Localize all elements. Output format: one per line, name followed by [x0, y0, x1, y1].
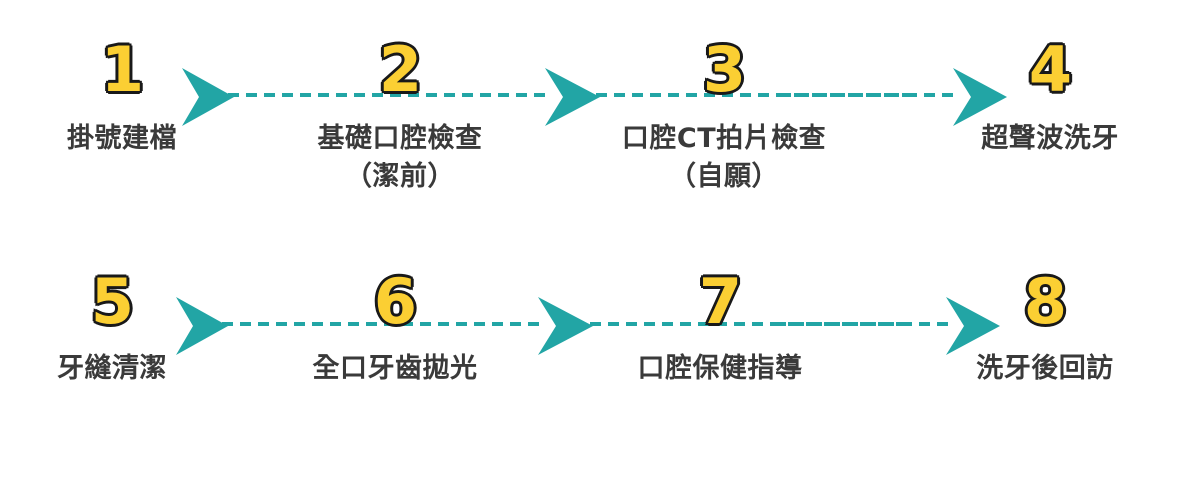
step-label-4: 超聲波洗牙	[981, 123, 1119, 154]
process-step-2: 2 基礎口腔檢查 （潔前）	[250, 33, 550, 196]
step-label-8: 洗牙後回訪	[976, 353, 1114, 384]
step-label-2: 基礎口腔檢查 （潔前）	[317, 123, 483, 192]
process-step-4: 4 超聲波洗牙	[900, 33, 1192, 158]
step-label-5: 牙縫清潔	[57, 353, 167, 384]
step-label-6: 全口牙齒拋光	[312, 353, 478, 384]
step-number-8: 8	[1022, 265, 1069, 338]
step-number-6: 6	[372, 265, 419, 338]
step-number-badge-2: 2	[250, 33, 550, 108]
process-step-1: 1 掛號建檔	[0, 33, 272, 158]
step-label-3: 口腔CT拍片檢查 （自願）	[621, 123, 827, 192]
step-number-badge-4: 4	[900, 33, 1192, 108]
step-label-7: 口腔保健指導	[637, 353, 803, 384]
process-step-6: 6 全口牙齒拋光	[245, 265, 545, 388]
process-row-2: 5 牙縫清潔 6 全口牙齒拋光 7 口腔保健指導 8 洗牙後回訪	[0, 265, 1192, 472]
process-step-8: 8 洗牙後回訪	[895, 265, 1192, 388]
step-number-badge-1: 1	[0, 33, 272, 108]
process-step-5: 5 牙縫清潔	[0, 265, 262, 388]
step-number-5: 5	[89, 265, 136, 338]
step-number-badge-6: 6	[245, 265, 545, 340]
process-step-3: 3 口腔CT拍片檢查 （自願）	[574, 33, 874, 196]
step-number-4: 4	[1027, 33, 1074, 106]
step-number-badge-7: 7	[570, 265, 870, 340]
step-label-1: 掛號建檔	[67, 123, 177, 154]
process-row-1: 1 掛號建檔 2 基礎口腔檢查 （潔前） 3 口腔CT拍片檢查 （自願） 4 超…	[0, 33, 1192, 240]
step-number-7: 7	[697, 265, 744, 338]
process-step-7: 7 口腔保健指導	[570, 265, 870, 388]
step-number-1: 1	[99, 33, 146, 106]
step-number-3: 3	[701, 33, 748, 106]
step-number-2: 2	[377, 33, 424, 106]
step-number-badge-5: 5	[0, 265, 262, 340]
step-number-badge-8: 8	[895, 265, 1192, 340]
step-number-badge-3: 3	[574, 33, 874, 108]
